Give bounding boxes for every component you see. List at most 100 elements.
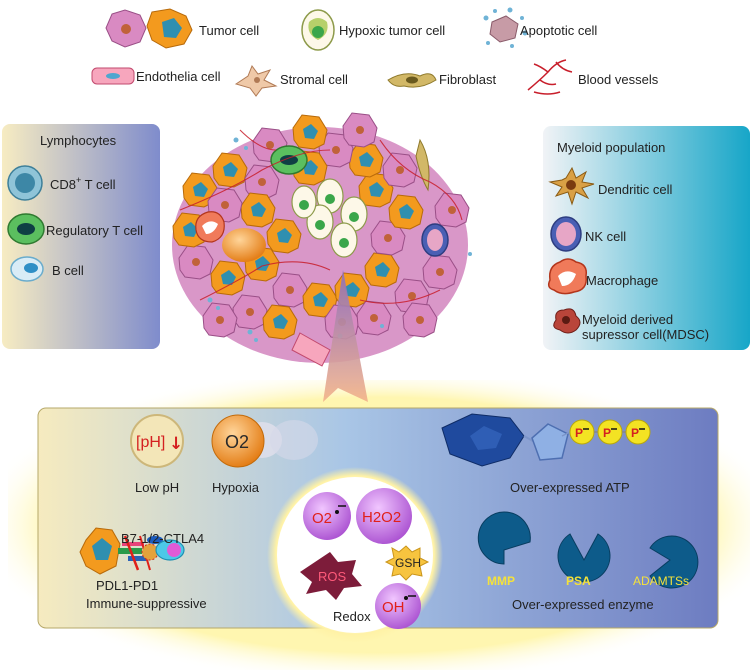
tumor-cell-nucleus bbox=[416, 316, 424, 324]
nk-cell-icon bbox=[550, 216, 582, 252]
ph-badge-text: [pH] bbox=[136, 434, 165, 451]
hydroxyl-label: OH bbox=[382, 599, 405, 616]
legend-blood-vessels-label: Blood vessels bbox=[578, 72, 659, 87]
tumor-cell-nucleus bbox=[370, 314, 378, 322]
lymphocytes-panel: Lymphocytes CD8+ T cell Regulatory T cel… bbox=[2, 124, 160, 349]
mdsc-label-line1: Myeloid derived bbox=[582, 312, 673, 327]
redox-label: Redox bbox=[333, 609, 371, 624]
tumor-cell-nucleus bbox=[375, 262, 390, 277]
low-ph-badge: [pH] ↓ bbox=[130, 414, 184, 468]
legend-tumor-cell-label: Tumor cell bbox=[199, 23, 259, 38]
mmp-enzyme bbox=[477, 511, 531, 565]
tumor-cell-nucleus bbox=[251, 202, 266, 217]
ph-down-arrow-icon: ↓ bbox=[169, 434, 183, 454]
phosphate-label: P bbox=[603, 426, 611, 440]
tumor-cell-nucleus bbox=[223, 162, 238, 177]
gsh-label: GSH bbox=[395, 556, 421, 570]
gsh-starburst bbox=[384, 545, 430, 581]
nk-cell-label: NK cell bbox=[585, 229, 626, 244]
h2o2-label: H2O2 bbox=[362, 509, 401, 526]
immune-suppressive-illustration bbox=[79, 527, 185, 575]
tumor-cell-nucleus bbox=[313, 292, 328, 307]
tumor-cell-nucleus bbox=[356, 126, 364, 134]
tumor-mass-illustration bbox=[172, 112, 472, 367]
low-ph-label: Low pH bbox=[135, 480, 179, 495]
legend-hypoxic-label: Hypoxic tumor cell bbox=[339, 23, 445, 38]
h2o2-ball bbox=[356, 488, 412, 544]
legend-endothelia-label: Endothelia cell bbox=[136, 69, 221, 84]
tumor-cell-nucleus bbox=[359, 152, 374, 167]
tumor-cell-nucleus bbox=[258, 178, 266, 186]
tumor-cell-nucleus bbox=[332, 146, 340, 154]
over-atp-label: Over-expressed ATP bbox=[510, 480, 630, 495]
over-enzyme-label: Over-expressed enzyme bbox=[512, 597, 654, 612]
tumor-cell-nucleus bbox=[399, 204, 414, 219]
legend-stromal-label: Stromal cell bbox=[280, 72, 348, 87]
regulatory-t-cell-icon bbox=[7, 213, 45, 245]
tumor-cell-nucleus bbox=[266, 141, 274, 149]
phosphate-label: P bbox=[631, 426, 639, 440]
hypoxic-core bbox=[291, 178, 368, 258]
adamts-label: ADAMTSs bbox=[633, 574, 689, 588]
tumor-cell-nucleus bbox=[277, 228, 292, 243]
tumor-cell-nucleus bbox=[221, 201, 229, 209]
apoptotic-cell-icon bbox=[489, 15, 519, 43]
legend-blood-vessels bbox=[527, 59, 573, 95]
tumor-cell-nucleus bbox=[384, 234, 392, 242]
superoxide-radical-dot bbox=[335, 510, 339, 514]
myeloid-title: Myeloid population bbox=[557, 140, 665, 155]
redox-circle bbox=[267, 467, 443, 643]
superoxide-ball bbox=[303, 492, 351, 540]
atp-molecule bbox=[441, 413, 571, 467]
tumor-cell-nucleus bbox=[448, 206, 456, 214]
tumor-cell-nucleus bbox=[369, 182, 384, 197]
b-cell-icon bbox=[10, 256, 44, 282]
immune-suppressive-label: Immune-suppressive bbox=[86, 596, 207, 611]
legend-endothelia-cell bbox=[91, 67, 135, 85]
mdsc-icon bbox=[553, 308, 581, 334]
hydroxyl-radical-dot bbox=[404, 596, 408, 600]
lymphocytes-title: Lymphocytes bbox=[40, 133, 117, 148]
adamts-enzyme bbox=[649, 535, 699, 589]
tumor-cell-nucleus bbox=[193, 182, 208, 197]
legend-fibroblast-label: Fibroblast bbox=[439, 72, 496, 87]
b7-ctla4-label: B7-1/2-CTLA4 bbox=[121, 531, 204, 546]
hypoxia-label: Hypoxia bbox=[212, 480, 260, 495]
legend-fibroblast bbox=[387, 73, 437, 88]
legend-stromal-cell bbox=[234, 64, 278, 97]
hydroxyl-ball bbox=[375, 583, 421, 629]
tumor-cell-nucleus bbox=[273, 314, 288, 329]
mmp-label: MMP bbox=[487, 574, 515, 588]
mdsc-label-line2: supressor cell(MDSC) bbox=[582, 327, 709, 342]
tumor-cell-nucleus bbox=[183, 222, 198, 237]
legend-tumor-cell bbox=[105, 8, 193, 49]
b-cell-label: B cell bbox=[52, 263, 84, 278]
dendritic-cell-icon bbox=[548, 166, 595, 206]
regulatory-t-cell-label: Regulatory T cell bbox=[46, 223, 143, 238]
tumor-cell-nucleus bbox=[345, 282, 360, 297]
tumor-cell-nucleus bbox=[246, 308, 254, 316]
dendritic-cell-label: Dendritic cell bbox=[598, 182, 673, 197]
cd8-t-cell-label: CD8+ T cell bbox=[50, 175, 116, 192]
ros-label: ROS bbox=[318, 569, 347, 584]
tumor-cell-nucleus bbox=[436, 268, 444, 276]
tumor-cell-nucleus bbox=[221, 270, 236, 285]
tumor-to-panel-arrow bbox=[323, 270, 368, 402]
blood-vessels-icon bbox=[527, 59, 567, 91]
cd8-t-cell-icon bbox=[7, 165, 43, 201]
legend-apoptotic-cell bbox=[483, 7, 528, 48]
tumor-cell-nucleus bbox=[255, 256, 270, 271]
tumor-cell-nucleus bbox=[396, 166, 404, 174]
psa-label: PSA bbox=[566, 574, 591, 588]
tumor-cell-nucleus bbox=[408, 292, 416, 300]
ros-starburst bbox=[300, 552, 362, 600]
psa-enzyme bbox=[557, 533, 611, 583]
phosphate-label: P bbox=[575, 426, 583, 440]
o2-badge-text: O2 bbox=[225, 432, 249, 452]
myeloid-panel: Myeloid population Dendritic cell NK cel… bbox=[543, 126, 750, 350]
tumor-cell-nucleus bbox=[286, 286, 294, 294]
macrophage-icon bbox=[547, 258, 588, 295]
phosphate-ball bbox=[625, 419, 651, 445]
